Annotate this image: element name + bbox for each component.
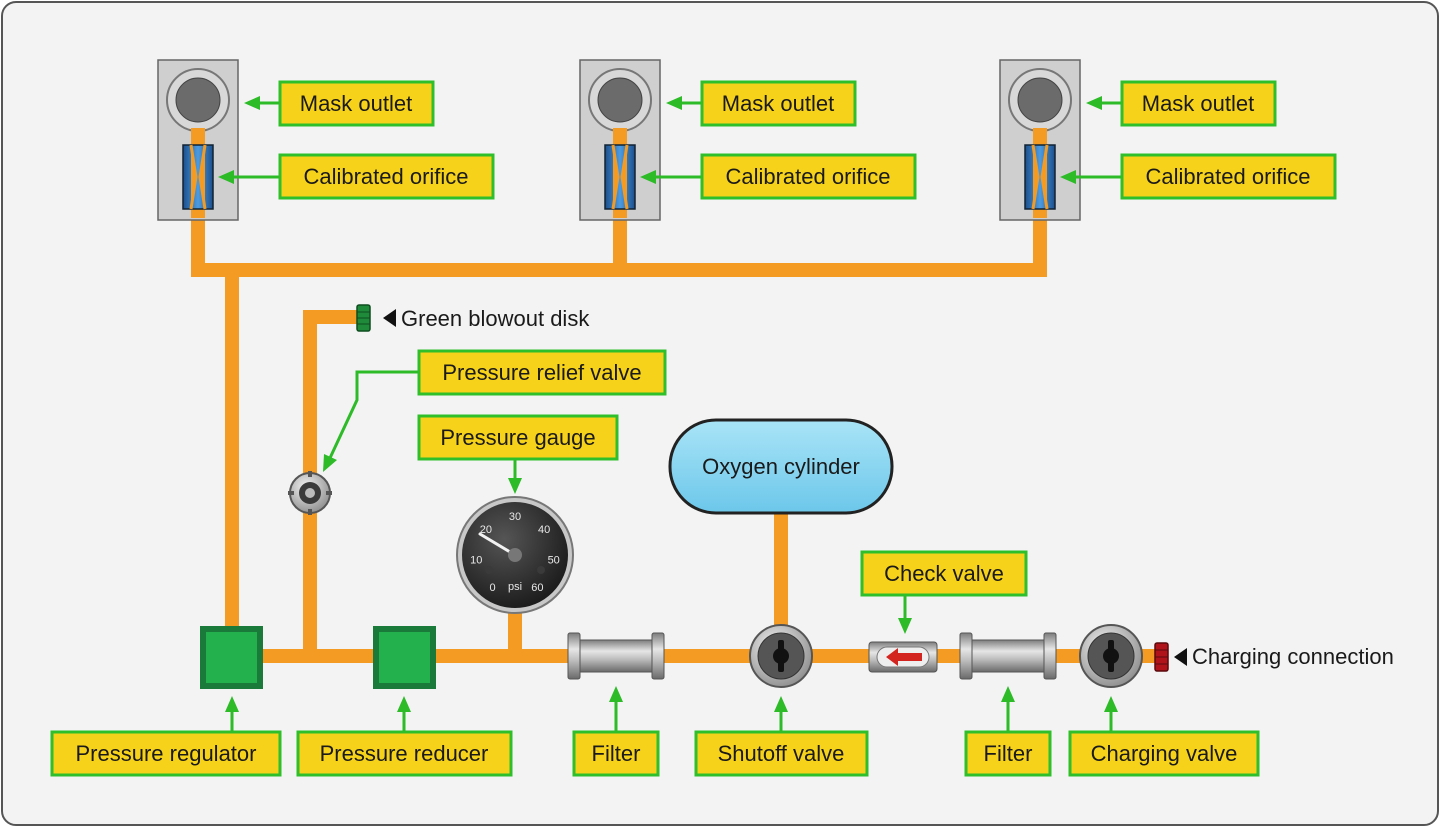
pressure-gauge: 0 10 20 30 40 50 60 psi (456, 496, 574, 614)
label-text: Pressure reducer (320, 741, 489, 766)
shutoff-valve (749, 624, 813, 688)
label-text: Mask outlet (300, 91, 413, 116)
gauge-tick-label: 30 (509, 511, 521, 523)
pressure-regulator (200, 626, 263, 689)
calibrated-orifice-2 (604, 144, 636, 210)
label-text: Shutoff valve (718, 741, 845, 766)
charging-connection (1154, 642, 1169, 672)
gauge-tick-label: 20 (480, 524, 492, 536)
label-text: Calibrated orifice (303, 164, 468, 189)
gauge-tick-label: 0 (490, 582, 496, 594)
mask-outlet-panel-1 (157, 59, 239, 221)
label-text: Calibrated orifice (725, 164, 890, 189)
label-mask-outlet-2: Mask outlet (700, 80, 857, 127)
label-text: Charging valve (1091, 741, 1238, 766)
label-text: Check valve (884, 561, 1004, 586)
label-calibrated-orifice-2: Calibrated orifice (700, 153, 917, 200)
label-pressure-gauge: Pressure gauge (417, 414, 619, 461)
gauge-unit: psi (508, 581, 522, 593)
mask-outlet-panel-3 (999, 59, 1081, 221)
mask-outlet-panel-2 (579, 59, 661, 221)
label-text: Pressure regulator (76, 741, 257, 766)
oxygen-cylinder-label: Oxygen cylinder (702, 454, 860, 479)
label-mask-outlet-1: Mask outlet (278, 80, 435, 127)
label-calibrated-orifice-1: Calibrated orifice (278, 153, 495, 200)
label-charging-connection: Charging connection (1192, 644, 1394, 669)
pressure-reducer (373, 626, 436, 689)
gauge-tick-label: 60 (531, 582, 543, 594)
check-valve (868, 641, 938, 673)
label-check-valve: Check valve (860, 550, 1028, 597)
callout-arrows (218, 96, 1122, 732)
label-calibrated-orifice-3: Calibrated orifice (1120, 153, 1337, 200)
green-blowout-disk (356, 304, 371, 332)
label-text: Mask outlet (1142, 91, 1255, 116)
gauge-tick-label: 40 (538, 524, 550, 536)
label-charging-valve: Charging valve (1068, 730, 1260, 777)
filter-2 (959, 632, 1057, 680)
gauge-tick-label: 50 (548, 555, 560, 567)
label-text: Pressure gauge (440, 425, 595, 450)
charging-valve (1079, 624, 1143, 688)
charging-pointer-icon (1174, 648, 1187, 666)
label-filter-2: Filter (964, 730, 1052, 777)
filter-1 (567, 632, 665, 680)
blowout-pointer-icon (383, 309, 396, 327)
label-pressure-reducer: Pressure reducer (296, 730, 513, 777)
label-shutoff-valve: Shutoff valve (694, 730, 869, 777)
label-text: Calibrated orifice (1145, 164, 1310, 189)
label-text: Filter (592, 741, 641, 766)
calibrated-orifice-3 (1024, 144, 1056, 210)
label-text: Mask outlet (722, 91, 835, 116)
pressure-relief-valve (288, 471, 332, 515)
calibrated-orifice-1 (182, 144, 214, 210)
label-filter-1: Filter (572, 730, 660, 777)
check-valve-arrow-icon (886, 648, 922, 666)
label-text: Filter (984, 741, 1033, 766)
label-pressure-relief-valve: Pressure relief valve (417, 349, 667, 396)
oxygen-cylinder: Oxygen cylinder (668, 418, 894, 515)
label-green-blowout-disk: Green blowout disk (401, 306, 590, 331)
label-pressure-regulator: Pressure regulator (50, 730, 282, 777)
label-mask-outlet-3: Mask outlet (1120, 80, 1277, 127)
label-text: Pressure relief valve (442, 360, 641, 385)
gauge-tick-label: 10 (470, 555, 482, 567)
